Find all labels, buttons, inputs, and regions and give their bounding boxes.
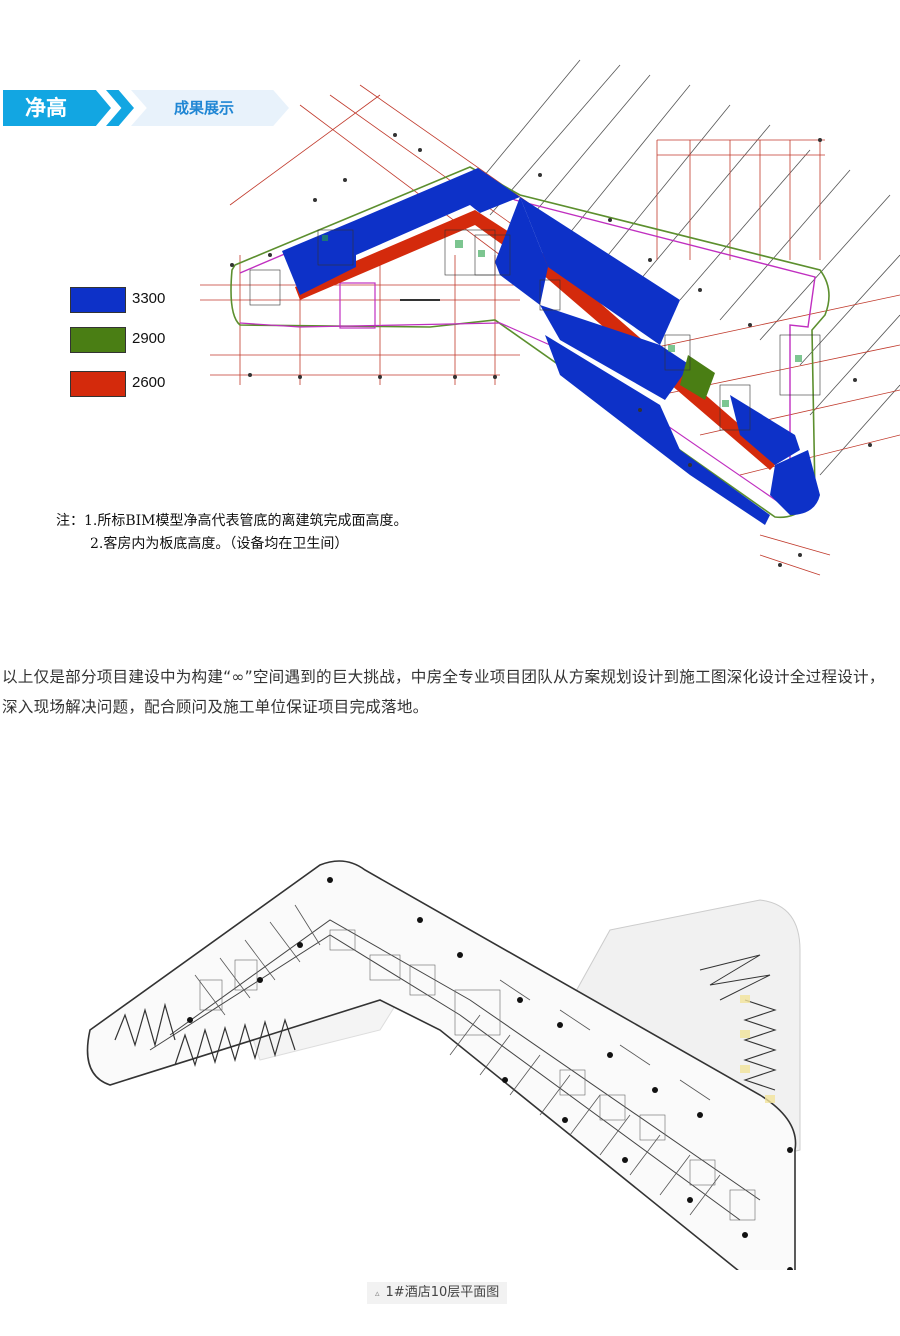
legend-item-3300: 3300 — [70, 287, 210, 313]
caret-up-icon: ▵ — [375, 1289, 380, 1299]
legend-item-2600: 2600 — [70, 371, 210, 397]
section-tag-clear-height: 净高 — [3, 90, 111, 126]
note-line-1: 注：1.所标BIM模型净高代表管底的离建筑完成面高度。 — [56, 513, 408, 529]
figure-note: 注：1.所标BIM模型净高代表管底的离建筑完成面高度。 2.客房内为板底高度。（… — [56, 510, 408, 556]
hotel-floor-plan-drawing — [86, 860, 801, 1285]
legend-swatch-red — [70, 371, 126, 397]
clear-height-plan-drawing — [200, 59, 900, 576]
legend-swatch-green — [70, 327, 126, 353]
legend-item-2900: 2900 — [70, 327, 210, 353]
legend-label: 3300 — [132, 290, 166, 307]
legend-swatch-blue — [70, 287, 126, 313]
floor-plan-figure — [0, 850, 900, 1285]
legend-label: 2600 — [132, 374, 166, 391]
clear-height-figure: 净高 成果展示 3300 2900 2600 注：1.所标BIM模型净高代表管底… — [0, 55, 900, 585]
note-line-2: 2.客房内为板底高度。（设备均在卫生间） — [90, 536, 349, 552]
legend-label: 2900 — [132, 330, 166, 347]
caption-text: 1#酒店10层平面图 — [385, 1285, 500, 1300]
body-paragraph: 以上仅是部分项目建设中为构建“∞”空间遇到的巨大挑战，中房全专业项目团队从方案规… — [2, 668, 885, 716]
figure-caption: ▵ 1#酒店10层平面图 — [367, 1282, 508, 1304]
section-subtitle: 成果展示 — [131, 90, 289, 126]
